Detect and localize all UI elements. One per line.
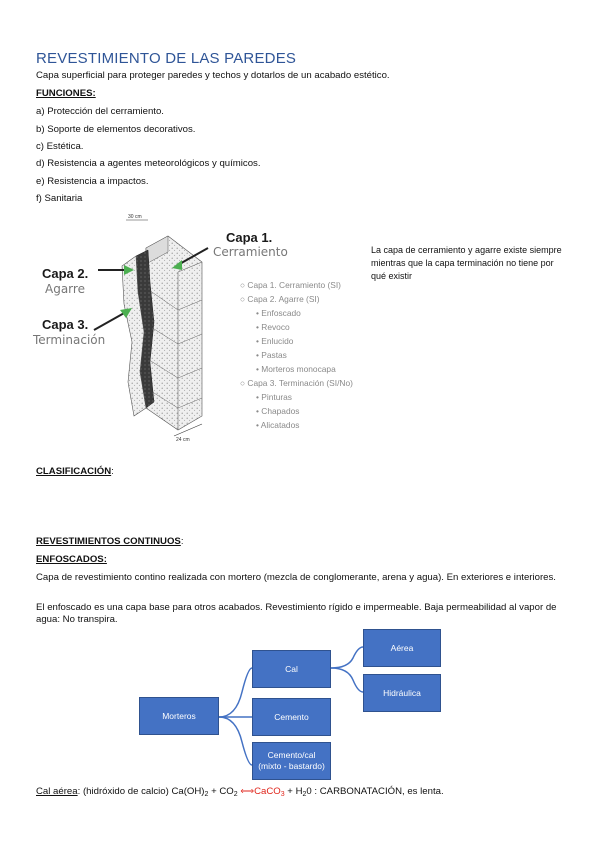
node-cal: Cal	[252, 650, 331, 688]
legend-item: Pinturas	[261, 392, 292, 402]
legend-item: Pastas	[261, 350, 287, 360]
funciones-heading: FUNCIONES:	[36, 88, 96, 99]
funcion-item: e) Resistencia a impactos.	[36, 176, 149, 187]
legend-item: Revoco	[261, 322, 290, 332]
legend-item: Capa 1. Cerramiento (SI)	[247, 280, 341, 290]
dot-bullet-icon: •	[256, 350, 262, 360]
circle-bullet-icon: ○	[240, 294, 248, 304]
dot-bullet-icon: •	[256, 364, 262, 374]
funcion-item: a) Protección del cerramiento.	[36, 106, 164, 117]
node-cemento-cal: Cemento/cal (mixto - bastardo)	[252, 742, 331, 780]
legend-item: Enfoscado	[261, 308, 301, 318]
circle-bullet-icon: ○	[240, 280, 248, 290]
enfoscados-paragraph-2: El enfoscado es una capa base para otros…	[36, 602, 557, 625]
circle-bullet-icon: ○	[240, 378, 248, 388]
page-title: REVESTIMIENTO DE LAS PAREDES	[36, 50, 297, 67]
clasificacion-heading: CLASIFICACIÓN:	[36, 466, 114, 477]
node-aerea: Aérea	[363, 629, 441, 667]
layers-legend: ○ Capa 1. Cerramiento (SI) ○ Capa 2. Aga…	[240, 279, 370, 439]
capa2-sub: Agarre	[45, 282, 85, 296]
revestimientos-continuos-heading: REVESTIMIENTOS CONTINUOS:	[36, 536, 184, 547]
funcion-item: d) Resistencia a agentes meteorológicos …	[36, 158, 261, 169]
legend-item: Morteros monocapa	[261, 364, 336, 374]
cal-aerea-formula: Cal aérea: (hidróxido de calcio) Ca(OH)2…	[36, 786, 444, 798]
node-cemento: Cemento	[252, 698, 331, 736]
legend-item: Capa 2. Agarre (SI)	[247, 294, 320, 304]
capa2-label: Capa 2.	[42, 266, 89, 281]
node-hidraulica: Hidráulica	[363, 674, 441, 712]
dot-bullet-icon: •	[256, 392, 262, 402]
legend-item: Alicatados	[260, 420, 300, 430]
capa3-sub: Terminación	[33, 333, 106, 347]
intro-text: Capa superficial para proteger paredes y…	[36, 70, 390, 81]
funcion-item: c) Estética.	[36, 141, 84, 152]
enfoscados-heading: ENFOSCADOS:	[36, 554, 107, 565]
funcion-item: b) Soporte de elementos decorativos.	[36, 124, 196, 135]
legend-item: Enlucido	[261, 336, 294, 346]
capa1-label: Capa 1.	[226, 230, 273, 245]
dot-bullet-icon: •	[256, 336, 262, 346]
side-note: La capa de cerramiento y agarre existe s…	[371, 245, 562, 281]
enfoscados-paragraph-1: Capa de revestimiento contino realizada …	[36, 572, 556, 583]
dot-bullet-icon: •	[256, 308, 262, 318]
dot-bullet-icon: •	[256, 406, 262, 416]
double-arrow-icon: ⟺	[237, 786, 255, 797]
capa1-sub: Cerramiento	[213, 245, 288, 259]
funcion-item: f) Sanitaria	[36, 193, 83, 204]
morteros-diagram-connectors	[218, 646, 364, 766]
node-morteros: Morteros	[139, 697, 219, 735]
wall-layers-figure: 30 cm 24 cm	[93, 214, 209, 443]
dimension-bottom: 24 cm	[176, 437, 190, 443]
legend-item: Chapados	[261, 406, 300, 416]
dot-bullet-icon: •	[256, 420, 261, 430]
legend-item: Capa 3. Terminación (SI/No)	[247, 378, 353, 388]
capa3-label: Capa 3.	[42, 317, 89, 332]
dimension-top: 30 cm	[128, 214, 142, 220]
dot-bullet-icon: •	[256, 322, 262, 332]
